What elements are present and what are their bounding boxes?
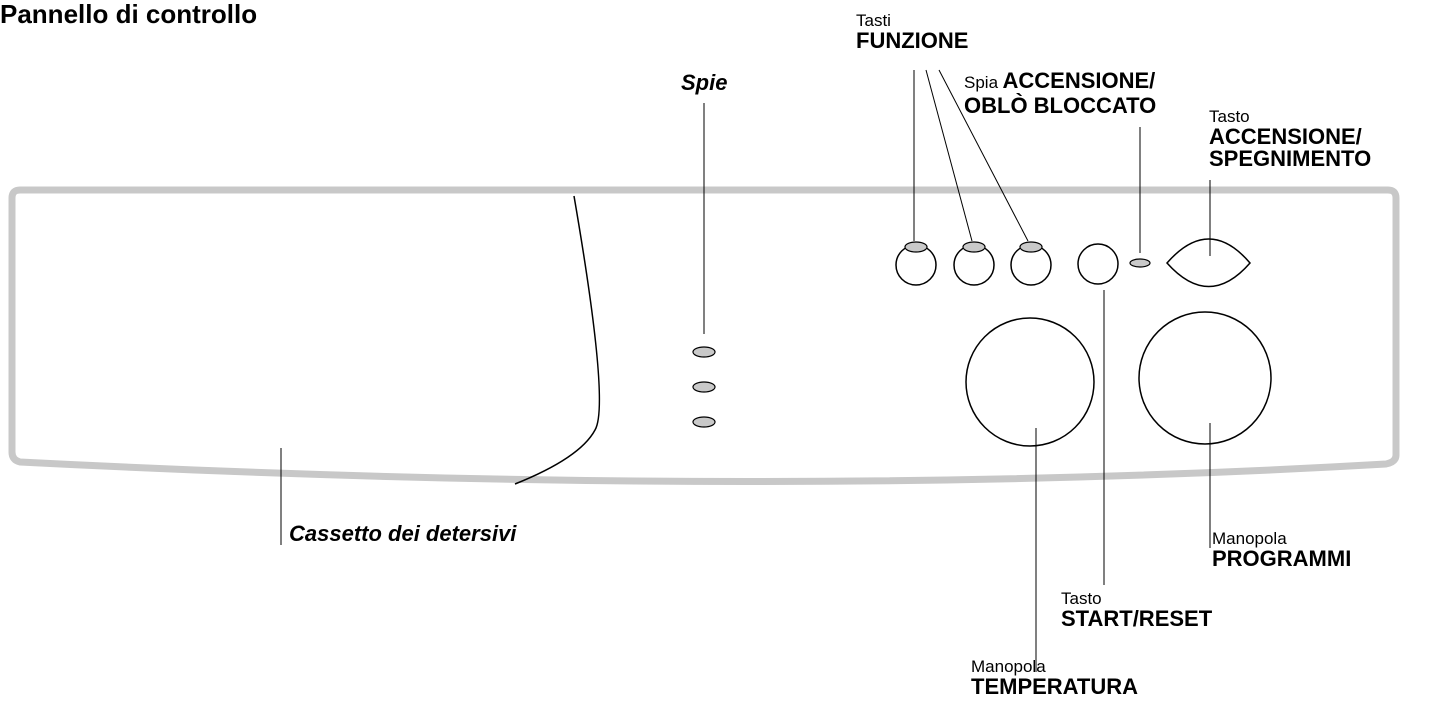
manopola-temperatura-name: TEMPERATURA <box>971 674 1139 699</box>
manopola-temperatura-label: Manopola TEMPERATURA <box>971 658 1138 698</box>
indicator-led-3 <box>692 416 716 428</box>
function-led-1 <box>904 241 928 253</box>
tasti-funzione-label: Tasti FUNZIONE <box>856 12 968 52</box>
spia-accensione-name-1: ACCENSIONE/ <box>1002 68 1156 93</box>
manopola-temperatura-prefix: Manopola <box>971 657 1046 676</box>
power-door-led <box>1129 258 1151 268</box>
spia-accensione-prefix: Spia <box>964 73 999 92</box>
funzione-leader-3 <box>938 69 1029 242</box>
tasto-accensione-label: Tasto ACCENSIONE/ SPEGNIMENTO <box>1209 108 1371 170</box>
manopola-programmi-name: PROGRAMMI <box>1212 546 1352 571</box>
tasti-funzione-prefix: Tasti <box>856 11 891 30</box>
manopola-programmi-prefix: Manopola <box>1212 529 1287 548</box>
temperature-knob <box>965 317 1095 447</box>
start-reset-button <box>1077 243 1119 285</box>
tasto-accensione-name-2: SPEGNIMENTO <box>1209 146 1372 171</box>
spia-accensione-name-2: OBLÒ BLOCCATO <box>964 93 1157 118</box>
function-led-3 <box>1019 241 1043 253</box>
tasto-start-label: Tasto START/RESET <box>1061 590 1212 630</box>
indicator-led-2 <box>692 381 716 393</box>
spie-label: Spie <box>681 70 728 95</box>
page-title: Pannello di controllo <box>0 0 258 29</box>
tasto-start-prefix: Tasto <box>1061 589 1102 608</box>
programs-knob <box>1138 311 1272 445</box>
tasto-accensione-prefix: Tasto <box>1209 107 1250 126</box>
cassetto-label: Cassetto dei detersivi <box>289 521 517 546</box>
tasto-accensione-name-1: ACCENSIONE/ <box>1209 124 1362 149</box>
panel-outline <box>8 186 1400 486</box>
manopola-programmi-label: Manopola PROGRAMMI <box>1212 530 1351 570</box>
tasto-start-name: START/RESET <box>1061 606 1213 631</box>
funzione-leader-2 <box>925 69 973 242</box>
detergent-drawer-edge <box>514 195 601 485</box>
spia-accensione-label: Spia ACCENSIONE/ OBLÒ BLOCCATO <box>964 70 1156 117</box>
tasti-funzione-name: FUNZIONE <box>856 28 969 53</box>
indicator-led-1 <box>692 346 716 358</box>
power-button <box>1165 238 1251 288</box>
function-led-2 <box>962 241 986 253</box>
